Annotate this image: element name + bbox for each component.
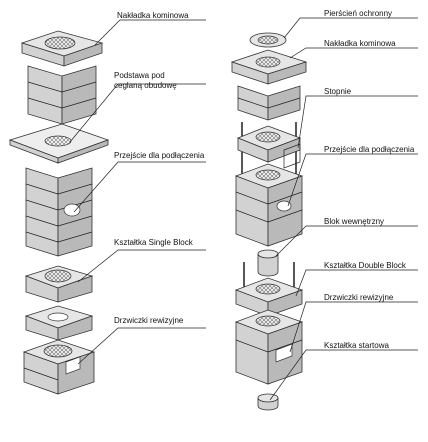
right-inspection-door bbox=[275, 343, 293, 363]
right-step-rung bbox=[283, 143, 301, 169]
left-label-inspection-door: Drzwiczki rewizyjne bbox=[114, 316, 184, 325]
right-connection-opening bbox=[276, 200, 292, 212]
right-label-inspection-door: Drzwiczki rewizyjne bbox=[324, 293, 394, 302]
left-inspection-door bbox=[65, 356, 81, 375]
right-label-double-block: Kształtka Double Block bbox=[324, 261, 407, 270]
right-chimney-cap bbox=[230, 49, 308, 85]
right-label-starter-block: Kształtka startowa bbox=[324, 341, 389, 350]
right-label-chimney-cap: Nakładka kominowa bbox=[324, 39, 396, 48]
left-single-block bbox=[24, 265, 94, 303]
left-connection-opening bbox=[63, 203, 81, 217]
left-label-brick-base: Podstawa pod ceglaną obudowę bbox=[114, 71, 177, 90]
right-double-block bbox=[234, 277, 304, 317]
right-label-connection: Przejście dla podłączenia bbox=[324, 145, 415, 154]
right-chimney-stack bbox=[230, 32, 308, 411]
left-lower-blocks bbox=[24, 305, 94, 341]
left-chimney-cap bbox=[20, 30, 104, 67]
left-base-plate bbox=[8, 123, 110, 164]
left-chimney-stack bbox=[8, 30, 110, 395]
left-label-single-block: Kształtka Single Block bbox=[114, 238, 194, 247]
left-inspection-door-block bbox=[22, 339, 96, 395]
right-leader-lines bbox=[269, 17, 418, 401]
right-steps-block bbox=[236, 122, 302, 176]
right-inspection-door-block bbox=[234, 309, 304, 385]
left-label-chimney-cap: Nakładka kominowa bbox=[117, 11, 189, 20]
right-protective-ring bbox=[249, 32, 287, 48]
left-label-connection: Przejście dla podłączenia bbox=[114, 151, 205, 160]
right-label-inner-block: Blok wewnętrzny bbox=[324, 217, 384, 226]
right-middle-blocks bbox=[234, 163, 304, 247]
right-starter-block bbox=[257, 393, 279, 411]
left-label-brick-base-line1: Podstawa pod bbox=[114, 71, 165, 80]
right-label-protective-ring: Pierścień ochronny bbox=[324, 9, 392, 18]
left-middle-blocks bbox=[25, 167, 93, 257]
right-upper-blocks bbox=[237, 85, 301, 121]
left-label-brick-base-line2: ceglaną obudowę bbox=[114, 81, 177, 90]
left-upper-blocks bbox=[27, 65, 97, 125]
left-leader-lines bbox=[69, 19, 206, 365]
right-label-steps: Stopnie bbox=[324, 87, 352, 96]
